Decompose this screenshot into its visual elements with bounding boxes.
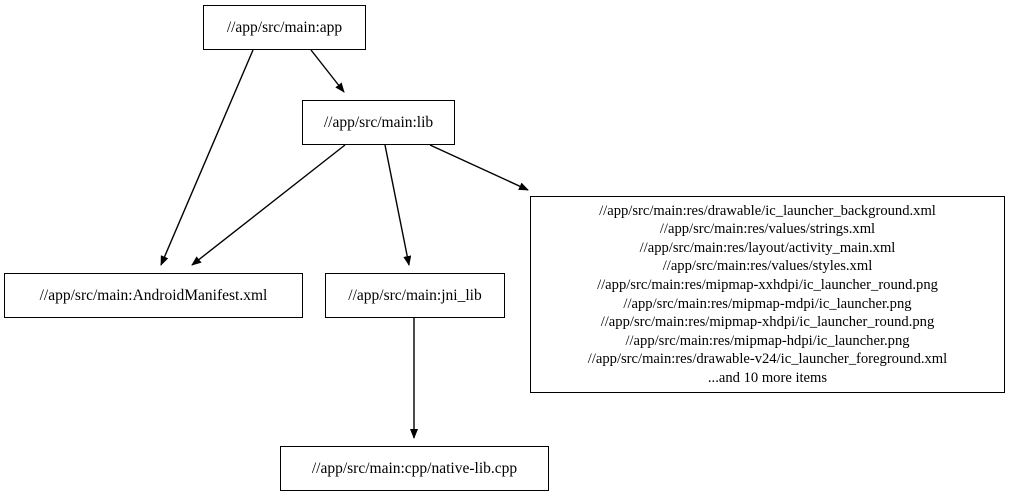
edge-lib-to-jni [384, 144, 412, 266]
graph-node-jni-lib[interactable]: //app/src/main:jni_lib [325, 273, 505, 318]
graph-node-resources[interactable]: //app/src/main:res/drawable/ic_launcher_… [530, 196, 1005, 393]
graph-node-app-label: //app/src/main:app [226, 18, 343, 36]
graph-node-resources-label: //app/src/main:res/drawable/ic_launcher_… [587, 202, 948, 386]
graph-node-lib[interactable]: //app/src/main:lib [302, 100, 455, 145]
graph-node-androidmanifest[interactable]: //app/src/main:AndroidManifest.xml [4, 273, 303, 318]
edge-lib-to-resources [429, 144, 529, 191]
edge-app-to-manifest [160, 49, 254, 266]
graph-node-lib-label: //app/src/main:lib [323, 113, 434, 131]
graph-node-native-lib-cpp[interactable]: //app/src/main:cpp/native-lib.cpp [280, 446, 549, 491]
graph-node-jni-lib-label: //app/src/main:jni_lib [348, 286, 482, 304]
edge-app-to-lib [310, 49, 345, 93]
graph-node-app[interactable]: //app/src/main:app [203, 5, 366, 50]
edge-lib-to-manifest [191, 144, 346, 266]
graph-node-androidmanifest-label: //app/src/main:AndroidManifest.xml [39, 286, 268, 304]
graph-node-native-lib-cpp-label: //app/src/main:cpp/native-lib.cpp [311, 459, 518, 477]
